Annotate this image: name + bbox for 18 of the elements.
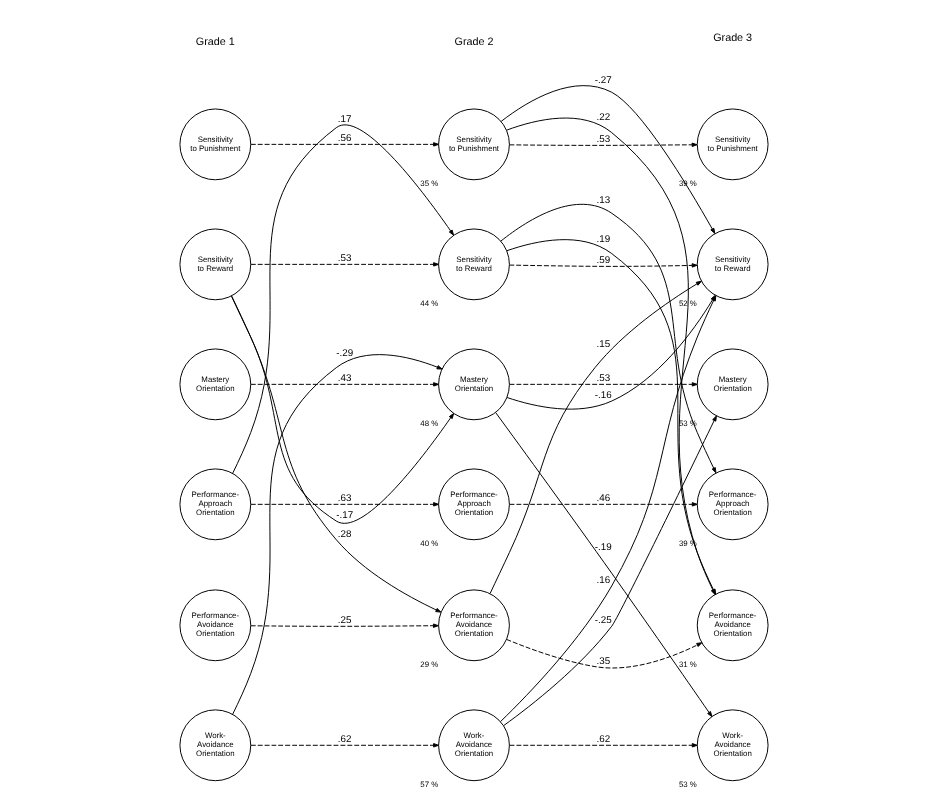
arrow	[230, 295, 455, 524]
arrow	[500, 85, 716, 234]
arrow	[509, 142, 698, 147]
arrow	[509, 502, 698, 507]
arrow	[250, 382, 440, 387]
arrow	[509, 743, 698, 748]
arrow	[232, 124, 454, 474]
arrow	[232, 354, 443, 715]
arrow	[506, 638, 703, 669]
arrow	[250, 502, 440, 507]
arrow	[250, 262, 440, 267]
arrow	[231, 295, 442, 613]
arrow	[509, 382, 698, 387]
arrow	[250, 743, 440, 748]
arrow	[509, 263, 698, 268]
arrow	[250, 623, 439, 628]
arrow	[250, 142, 440, 147]
arrow	[489, 280, 702, 594]
